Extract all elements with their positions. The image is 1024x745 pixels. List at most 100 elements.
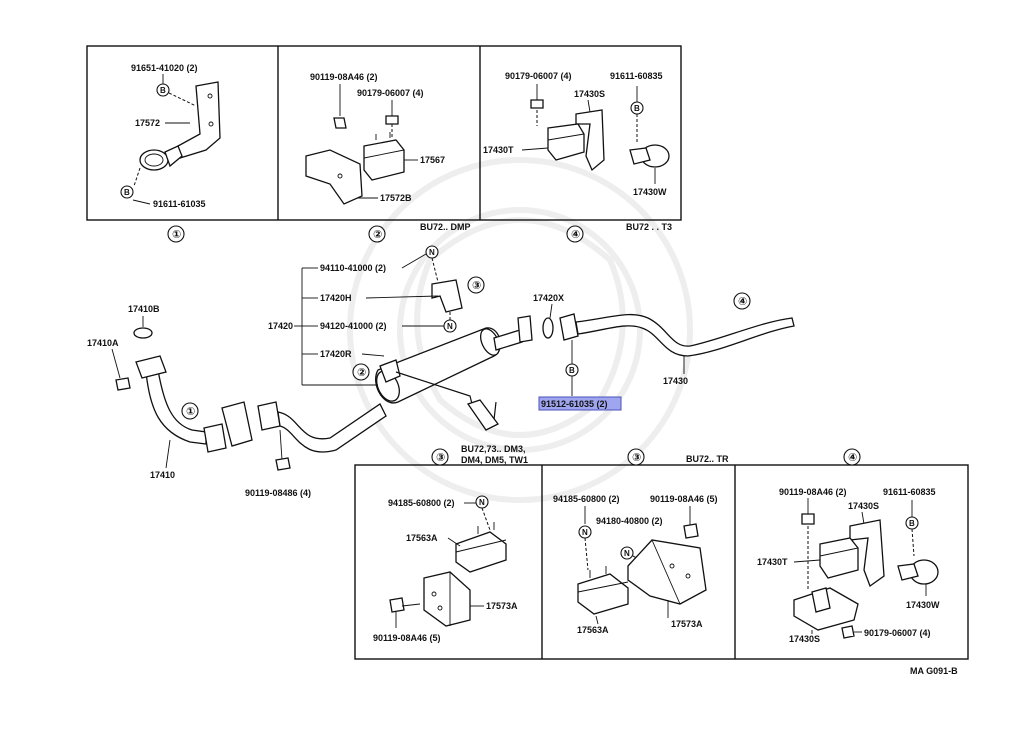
label-17430: 17430	[663, 376, 688, 386]
label-17430w: 17430W	[633, 187, 667, 197]
label-91651-41020: 91651-41020 (2)	[131, 63, 198, 73]
nut-icon	[385, 115, 399, 125]
bracket-17572b	[305, 149, 363, 205]
bracket-17573a-b5	[627, 539, 707, 605]
svg-text:②: ②	[373, 229, 382, 241]
label-90119-08a46-b6: 90119-08A46 (2)	[779, 487, 847, 497]
label-17573a: 17573A	[486, 601, 518, 611]
flange	[135, 355, 167, 379]
label-17572b: 17572B	[380, 193, 412, 203]
label-90179-06007-b3: 90179-06007 (4)	[505, 71, 572, 81]
variant-bu72-73: BU72,73.. DM3,	[461, 444, 526, 454]
detail-box-4: 94185-60800 (2) N 17563A 17573A 90119-08…	[373, 495, 518, 643]
label-17430s: 17430S	[574, 89, 605, 99]
label-91611-60835: 91611-60835	[610, 71, 663, 81]
label-94110-41000: 94110-41000 (2)	[320, 263, 386, 273]
svg-text:B: B	[634, 104, 640, 113]
diagram-code: MA G091-B	[910, 666, 958, 676]
label-17410: 17410	[150, 470, 175, 480]
label-91512-61035-highlighted: 91512-61035 (2)	[541, 399, 608, 409]
variant-dm4: DM4, DM5, TW1	[461, 455, 528, 465]
detail-box-5: 94185-60800 (2) 90119-08A46 (5) 94180-40…	[553, 494, 718, 635]
label-17573a-b5: 17573A	[671, 619, 703, 629]
flange-mid	[257, 401, 281, 431]
label-90119-08a46-b4: 90119-08A46 (5)	[373, 633, 441, 643]
bracket-17420h	[431, 279, 463, 313]
heat-plate	[221, 401, 253, 447]
mount-17430t	[547, 123, 585, 161]
svg-text:B: B	[124, 188, 130, 197]
svg-text:①: ①	[172, 229, 181, 241]
svg-text:B: B	[909, 519, 915, 528]
label-90119-08A46: 90119-08A46 (2)	[310, 72, 378, 82]
detail-box-3: 90179-06007 (4) 91611-60835 17430S 17430…	[483, 71, 670, 197]
label-90179-06007: 90179-06007 (4)	[357, 88, 424, 98]
intermediate-pipe	[277, 403, 387, 453]
label-90119-08a46-b5: 90119-08A46 (5)	[650, 494, 718, 504]
flange-tail	[559, 313, 579, 341]
label-17420h: 17420H	[320, 293, 352, 303]
svg-text:N: N	[624, 549, 630, 558]
label-17410b: 17410B	[128, 304, 160, 314]
bolt-icon	[683, 523, 699, 539]
bolt-icon	[801, 513, 815, 525]
svg-text:③: ③	[436, 452, 445, 464]
detail-box-6: 90119-08A46 (2) 91611-60835 17430S 17430…	[757, 487, 940, 644]
bolt-icon	[333, 117, 347, 129]
bottom-detail-boxes	[354, 464, 969, 660]
svg-text:③: ③	[632, 452, 641, 464]
mount-17430t-b6	[819, 537, 859, 579]
bracket-17430s-b6	[849, 519, 885, 588]
svg-text:N: N	[582, 528, 588, 537]
label-17563a-b5: 17563A	[577, 625, 609, 635]
label-94185-60800: 94185-60800 (2)	[388, 498, 455, 508]
svg-text:N: N	[479, 498, 485, 507]
bracket-17573a	[423, 571, 471, 627]
nut-icon	[530, 99, 544, 109]
label-94120-41000: 94120-41000 (2)	[320, 321, 387, 331]
svg-text:④: ④	[848, 452, 857, 464]
label-17430s-lower: 17430S	[789, 634, 820, 644]
flange-rear	[517, 315, 533, 343]
top-detail-boxes	[86, 45, 682, 221]
svg-text:④: ④	[571, 229, 580, 241]
mount-17563a-b5	[577, 573, 629, 615]
label-17420: 17420	[268, 321, 293, 331]
label-17430t: 17430T	[483, 145, 514, 155]
bracket-17572	[177, 81, 221, 159]
svg-text:②: ②	[357, 367, 366, 379]
variant-bu72-dmp: BU72.. DMP	[420, 222, 471, 232]
label-17420x: 17420X	[533, 293, 564, 303]
svg-text:B: B	[160, 86, 166, 95]
main-exhaust-assembly: 17410B 17410A 17410 ① 90119-08486 (4) ② …	[87, 245, 795, 498]
svg-text:N: N	[447, 322, 453, 331]
label-17430t-b6: 17430T	[757, 557, 788, 567]
hanger-17420r	[466, 399, 499, 431]
top-box-captions: ① ② BU72.. DMP ④ BU72 . . T3	[167, 222, 672, 243]
label-17567: 17567	[420, 155, 445, 165]
nut-icon	[841, 625, 855, 639]
bolt-icon	[389, 597, 405, 613]
clamp-ring	[139, 149, 169, 171]
label-94180-40800: 94180-40800 (2)	[596, 516, 663, 526]
label-91611-60835-b6: 91611-60835	[883, 487, 936, 497]
label-17572: 17572	[135, 118, 160, 128]
label-17430w-b6: 17430W	[906, 600, 940, 610]
variant-bu72-tr: BU72.. TR	[686, 454, 729, 464]
nut-17410a	[115, 377, 131, 391]
label-94185-60800-b5: 94185-60800 (2)	[553, 494, 620, 504]
highlight-box	[538, 396, 622, 411]
tail-pipe-17430	[575, 313, 795, 357]
variant-bu72-t3: BU72 . . T3	[626, 222, 672, 232]
label-91611-61035: 91611-61035	[153, 199, 206, 209]
svg-text:④: ④	[738, 296, 747, 308]
mount-17563a	[455, 531, 507, 573]
mount-17567	[363, 139, 405, 181]
label-90179-06007-b6: 90179-06007 (4)	[864, 628, 931, 638]
label-17420r: 17420R	[320, 349, 352, 359]
svg-text:①: ①	[186, 406, 195, 418]
detail-box-1: 91651-41020 (2) B 17572 B 91611-61035	[120, 63, 221, 209]
label-90119-08486: 90119-08486 (4)	[245, 488, 311, 498]
svg-text:③: ③	[472, 280, 481, 292]
